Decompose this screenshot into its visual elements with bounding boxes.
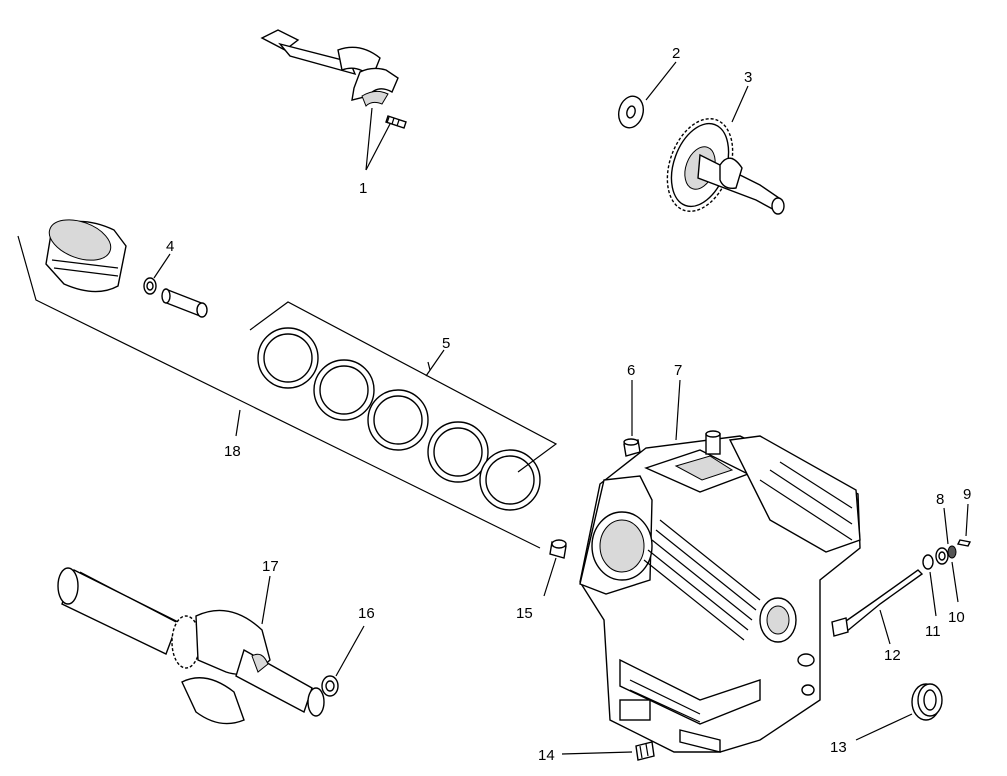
callout-10: 10 <box>948 609 965 626</box>
callout-2-leader <box>645 61 677 101</box>
callout-14-leader <box>561 751 633 755</box>
callout-15: 15 <box>516 605 533 622</box>
callout-18: 18 <box>224 443 241 460</box>
callout-7: 7 <box>674 362 682 379</box>
piston-pin <box>161 288 208 318</box>
governor-washer <box>922 554 934 570</box>
callout-14: 14 <box>538 747 555 764</box>
callout-17: 17 <box>262 558 279 575</box>
piston-kit-bracket <box>17 235 541 549</box>
crank-bushing <box>321 675 339 697</box>
piston-rings <box>257 327 541 511</box>
callout-8: 8 <box>936 491 944 508</box>
callout-8-leader <box>943 507 949 545</box>
piston-pin-clip <box>143 277 157 295</box>
governor-pin <box>956 539 972 547</box>
callout-3-leader <box>731 85 749 123</box>
camshaft <box>666 118 785 215</box>
callout-5: 5 <box>442 335 450 352</box>
callout-12-leader <box>879 609 891 645</box>
callout-11-leader <box>929 571 937 617</box>
callout-9: 9 <box>963 486 971 503</box>
governor-shaft <box>831 569 924 637</box>
callout-9-leader <box>965 503 969 537</box>
callout-4: 4 <box>166 238 174 255</box>
rings-bracket <box>249 301 558 473</box>
callout-13-leader <box>855 713 913 741</box>
callout-11: 11 <box>925 623 941 640</box>
dowel-pin-upper <box>623 438 641 457</box>
callout-1-leaders <box>365 107 391 171</box>
callout-3: 3 <box>744 69 752 86</box>
governor-clip-ring <box>947 545 957 559</box>
callout-10-leader <box>951 561 959 603</box>
thrust-washer <box>617 95 645 129</box>
governor-seal <box>935 547 949 565</box>
callout-6: 6 <box>627 362 635 379</box>
callout-15-leader <box>543 557 557 597</box>
drain-plug <box>635 741 655 761</box>
callout-12: 12 <box>884 647 901 664</box>
connecting-rod <box>260 29 407 129</box>
callout-16-leader <box>335 625 365 677</box>
dowel-pin-lower <box>549 539 567 559</box>
callout-5-leader <box>425 349 445 377</box>
cooling-fins <box>643 461 853 641</box>
piston <box>45 219 127 293</box>
callout-17-leader <box>261 575 271 625</box>
callout-1: 1 <box>359 180 367 197</box>
callout-13: 13 <box>830 739 847 756</box>
callout-7-leader <box>675 379 681 441</box>
callout-labels: 1 2 3 4 5 6 7 8 9 10 11 12 13 14 15 16 1… <box>166 45 971 764</box>
callout-16: 16 <box>358 605 375 622</box>
oil-seal <box>911 683 943 721</box>
crankshaft <box>57 567 325 725</box>
callout-4-leader <box>153 253 171 279</box>
callout-2: 2 <box>672 45 680 62</box>
crankcase <box>579 430 861 753</box>
